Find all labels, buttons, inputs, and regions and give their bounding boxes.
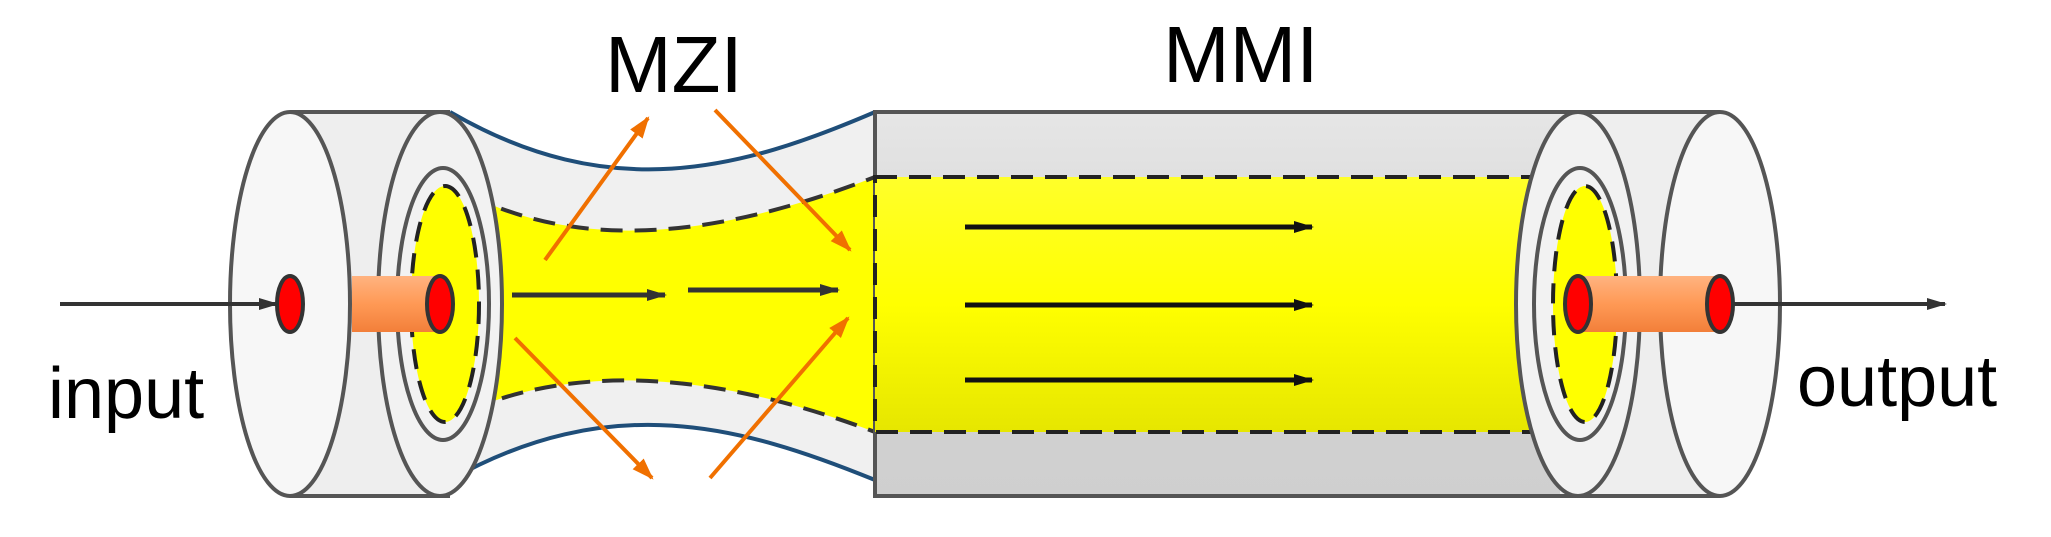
radiation-in-upper-arrow bbox=[713, 108, 852, 252]
input-label: input bbox=[48, 354, 204, 434]
mzi-lower-arm-dashed bbox=[469, 378, 876, 434]
mmi-label: MMI bbox=[1163, 10, 1319, 99]
mzi-taper-bottom-edge bbox=[449, 422, 876, 482]
mzi-light-region bbox=[470, 177, 875, 432]
mzi-label: MZI bbox=[605, 20, 743, 109]
output-core-rod-end bbox=[1563, 274, 1593, 334]
mzi-upper-arm-dashed bbox=[469, 175, 876, 233]
mzi-taper-top-edge bbox=[448, 110, 876, 172]
input-core-dot bbox=[275, 274, 305, 334]
radiation-in-lower-arrow bbox=[708, 316, 850, 480]
input-core-rod-end bbox=[425, 274, 455, 334]
radiation-out-upper-arrow bbox=[543, 116, 650, 262]
output-core-rod bbox=[1578, 276, 1720, 332]
radiation-out-lower-arrow bbox=[513, 336, 654, 480]
output-core-dot bbox=[1705, 274, 1735, 334]
output-label: output bbox=[1797, 342, 1997, 422]
